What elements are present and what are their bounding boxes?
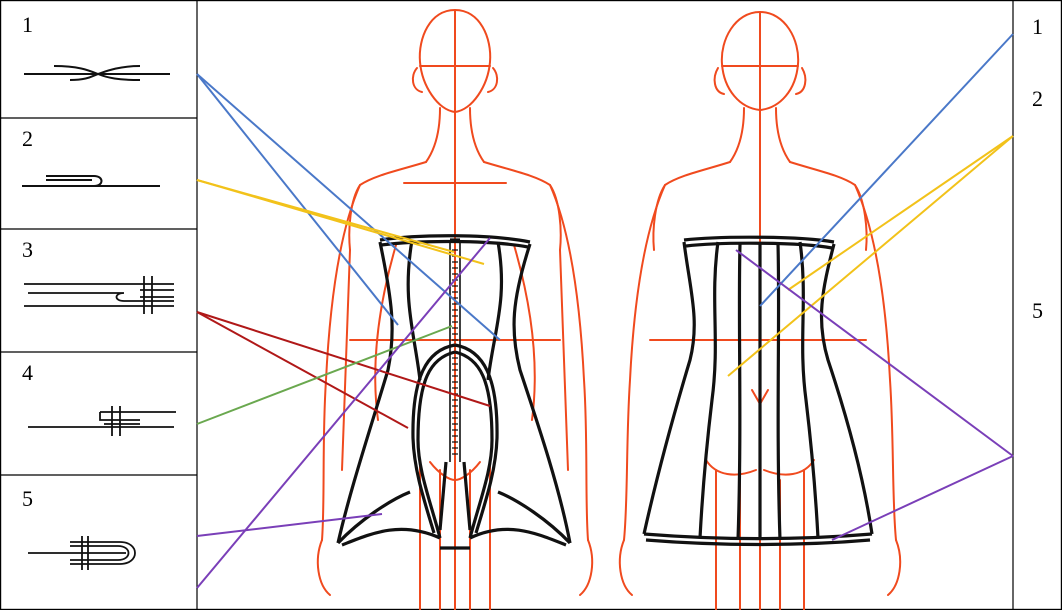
legend-number-2: 2: [22, 126, 33, 151]
seam-2-icon: [22, 176, 160, 186]
legend-number-3: 3: [22, 237, 33, 262]
legend-number-5: 5: [22, 486, 33, 511]
right-legend-number-5: 5: [1032, 298, 1043, 323]
right-leader-lines-seam-2: [728, 136, 1013, 376]
seam-1-icon: [24, 66, 170, 80]
right-leader-lines-seam-1: [760, 34, 1013, 306]
right-legend-number-2: 2: [1032, 86, 1043, 111]
seam-5-icon: [28, 536, 135, 570]
seam-3-icon: [24, 276, 174, 314]
legend-number-1: 1: [22, 12, 33, 37]
right-legend-number-1: 1: [1032, 14, 1043, 39]
legend-number-4: 4: [22, 360, 33, 385]
seam-4-icon: [28, 406, 176, 436]
